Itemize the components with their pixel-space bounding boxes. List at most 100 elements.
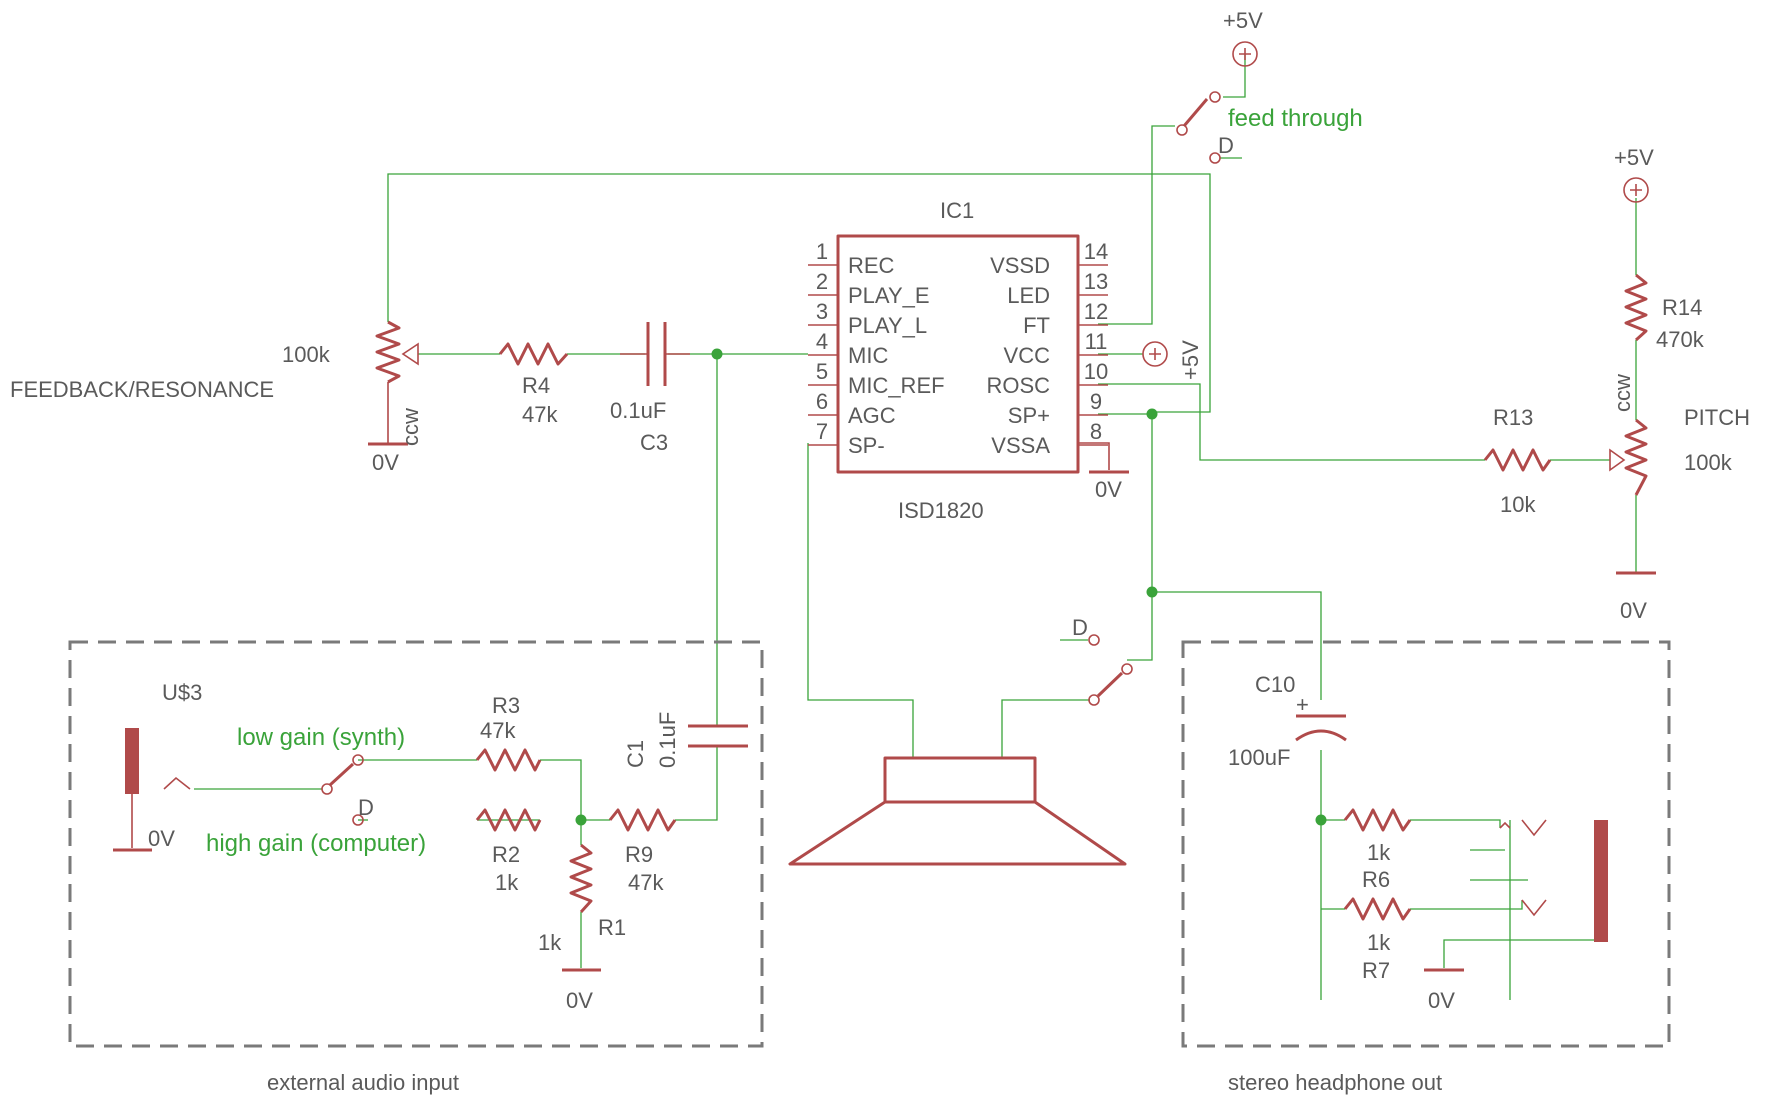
ic-pin-name: MIC_REF bbox=[848, 373, 945, 398]
ic-pin-number: 7 bbox=[816, 419, 828, 444]
vcc-top: +5V bbox=[1223, 8, 1263, 67]
svg-text:R1: R1 bbox=[598, 915, 626, 940]
junctions bbox=[575, 348, 1327, 826]
svg-text:0V: 0V bbox=[1620, 598, 1647, 623]
vcc-ic-label: +5V bbox=[1178, 340, 1203, 380]
high-gain-label: high gain (computer) bbox=[206, 830, 426, 857]
feedback-pot: 100k FEEDBACK/RESONANCE ccw 0V bbox=[10, 320, 423, 475]
svg-text:R14: R14 bbox=[1662, 295, 1702, 320]
ic-pin-name: VSSA bbox=[991, 433, 1050, 458]
ic-pin-number: 8 bbox=[1090, 419, 1102, 444]
resistor-r13: R13 10k bbox=[1483, 405, 1552, 517]
ic-pin-name: SP+ bbox=[1008, 403, 1050, 428]
ic1-part: ISD1820 bbox=[898, 498, 984, 523]
svg-text:D: D bbox=[1072, 615, 1088, 640]
svg-text:R7: R7 bbox=[1362, 958, 1390, 983]
svg-text:C10: C10 bbox=[1255, 672, 1295, 697]
svg-text:0V: 0V bbox=[566, 988, 593, 1013]
resistor-r2: R2 1k bbox=[475, 808, 542, 895]
svg-text:0V: 0V bbox=[1428, 988, 1455, 1013]
ic-pin-number: 6 bbox=[816, 389, 828, 414]
headphone-jack: 0V bbox=[1424, 819, 1608, 1013]
ic1-ref: IC1 bbox=[940, 198, 974, 223]
svg-text:C1: C1 bbox=[623, 740, 648, 768]
low-gain-label: low gain (synth) bbox=[237, 724, 405, 751]
svg-text:1k: 1k bbox=[1367, 840, 1391, 865]
resistor-r14: R14 470k bbox=[1624, 273, 1705, 352]
ic-pin-name: VCC bbox=[1004, 343, 1051, 368]
resistor-r7: 1k R7 bbox=[1343, 897, 1412, 983]
resistor-r1: R1 1k 0V bbox=[538, 843, 626, 1013]
ic-pin-number: 5 bbox=[816, 359, 828, 384]
svg-text:10k: 10k bbox=[1500, 492, 1536, 517]
ic-pin-number: 4 bbox=[816, 329, 828, 354]
ic-pin-name: LED bbox=[1007, 283, 1050, 308]
ic-pin-name: MIC bbox=[848, 343, 888, 368]
svg-text:+5V: +5V bbox=[1614, 145, 1654, 170]
svg-text:0.1uF: 0.1uF bbox=[610, 398, 666, 423]
svg-text:47k: 47k bbox=[628, 870, 664, 895]
ic-pin-number: 14 bbox=[1084, 239, 1108, 264]
ic-pin-name: FT bbox=[1023, 313, 1050, 338]
capacitor-c1: C1 0.1uF bbox=[623, 712, 748, 768]
ic-pin-name: AGC bbox=[848, 403, 896, 428]
ic-pin-name: VSSD bbox=[990, 253, 1050, 278]
pitch-label: PITCH bbox=[1684, 405, 1750, 430]
ic-pin-number: 1 bbox=[816, 239, 828, 264]
pitch-pot: ccw PITCH 100k bbox=[1609, 374, 1750, 496]
svg-text:1k: 1k bbox=[538, 930, 562, 955]
gain-switch: D low gain (synth) high gain (computer) bbox=[206, 724, 426, 857]
svg-text:C3: C3 bbox=[640, 430, 668, 455]
ic-pin-number: 3 bbox=[816, 299, 828, 324]
speaker-switch: D bbox=[1072, 615, 1133, 706]
svg-text:R2: R2 bbox=[492, 842, 520, 867]
svg-text:+5V: +5V bbox=[1223, 8, 1263, 33]
resistor-r6: 1k R6 bbox=[1343, 808, 1412, 892]
svg-text:D: D bbox=[1218, 133, 1234, 158]
svg-text:R4: R4 bbox=[522, 373, 550, 398]
headphone-box bbox=[1181, 640, 1671, 1048]
ic-pin-number: 11 bbox=[1085, 329, 1108, 354]
resistor-r9: R9 47k bbox=[608, 808, 677, 895]
resistor-r4: R4 47k bbox=[498, 342, 569, 427]
ic1-chip: IC1 ISD1820 bbox=[836, 198, 1080, 523]
speaker bbox=[788, 756, 1127, 866]
ic-pin-name: ROSC bbox=[986, 373, 1050, 398]
svg-text:0V: 0V bbox=[1095, 477, 1122, 502]
resistor-r3: R3 47k bbox=[475, 693, 542, 772]
headphone-label: stereo headphone out bbox=[1228, 1070, 1442, 1095]
ic-pin-name: REC bbox=[848, 253, 895, 278]
svg-text:1k: 1k bbox=[1367, 930, 1391, 955]
vcc-ic: +5V bbox=[1142, 340, 1203, 380]
svg-text:47k: 47k bbox=[480, 718, 516, 743]
svg-text:0V: 0V bbox=[372, 450, 399, 475]
capacitor-c10: + C10 100uF bbox=[1228, 672, 1347, 770]
ground-ic: 0V bbox=[1078, 442, 1129, 502]
capacitor-c3: 0.1uF C3 bbox=[610, 322, 690, 455]
feedback-label: FEEDBACK/RESONANCE bbox=[10, 377, 274, 402]
svg-text:1k: 1k bbox=[495, 870, 519, 895]
ic-pin-number: 9 bbox=[1090, 389, 1102, 414]
svg-text:0.1uF: 0.1uF bbox=[655, 712, 680, 768]
external-input-box bbox=[68, 640, 764, 1048]
svg-text:47k: 47k bbox=[522, 402, 558, 427]
svg-text:100k: 100k bbox=[1684, 450, 1733, 475]
ic-pin-name: PLAY_L bbox=[848, 313, 927, 338]
svg-text:R9: R9 bbox=[625, 842, 653, 867]
feed-through-label: feed through bbox=[1228, 105, 1363, 132]
ic-pin-number: 12 bbox=[1084, 299, 1108, 324]
svg-text:U$3: U$3 bbox=[162, 680, 202, 705]
svg-text:100k: 100k bbox=[282, 342, 331, 367]
input-jack: U$3 0V bbox=[113, 680, 202, 852]
external-input-label: external audio input bbox=[267, 1070, 459, 1095]
vcc-pitch: +5V bbox=[1614, 145, 1654, 203]
svg-text:R13: R13 bbox=[1493, 405, 1533, 430]
svg-text:ccw: ccw bbox=[1610, 374, 1635, 412]
svg-text:R6: R6 bbox=[1362, 867, 1390, 892]
ground-pitch: 0V bbox=[1616, 571, 1656, 623]
svg-text:D: D bbox=[358, 795, 374, 820]
ic-pin-name: PLAY_E bbox=[848, 283, 930, 308]
